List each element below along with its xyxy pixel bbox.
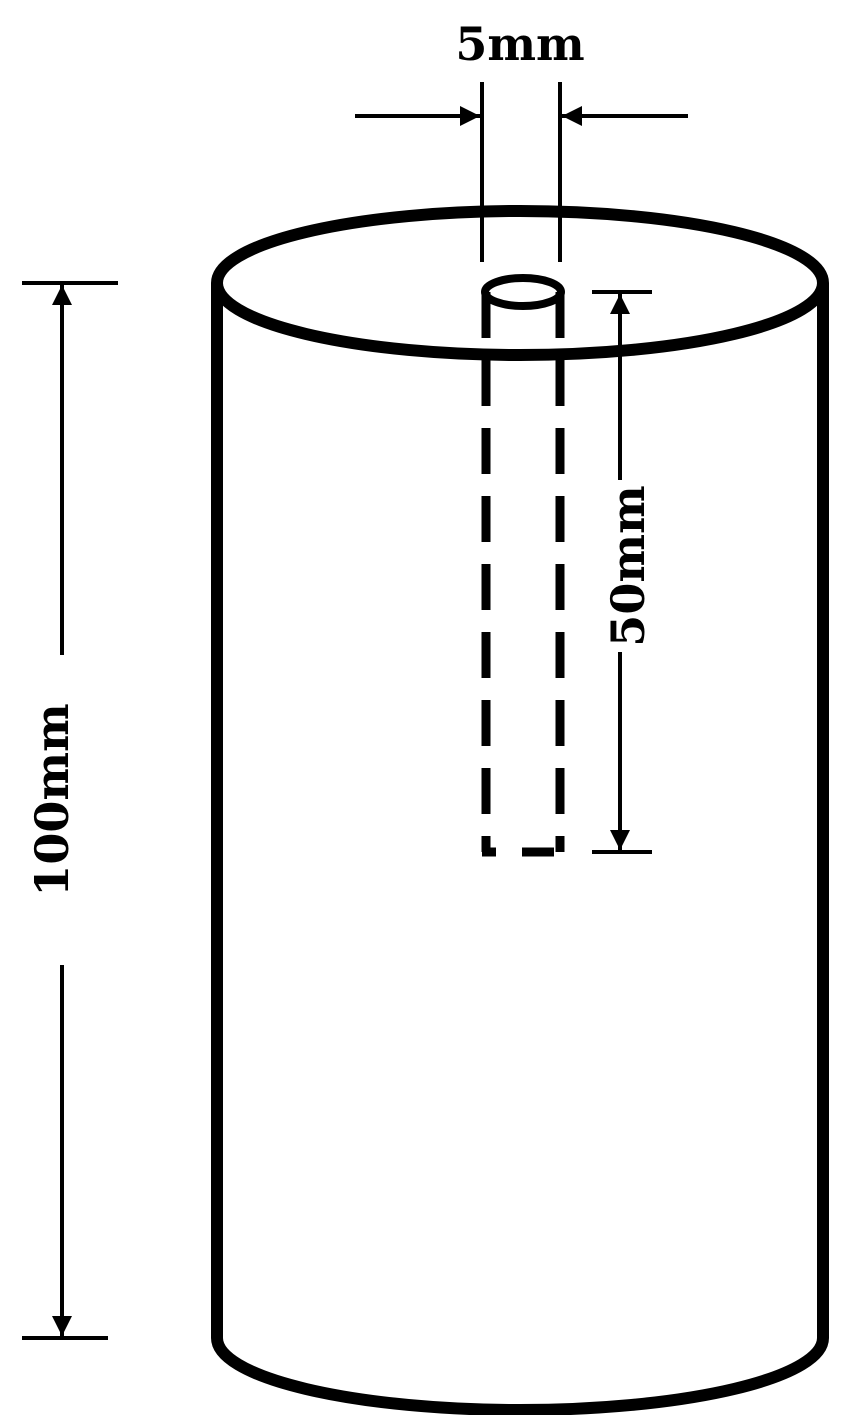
cylinder-height-dimension — [22, 281, 118, 1340]
cylinder-height-label: 100mm — [25, 703, 79, 896]
cylinder — [211, 205, 829, 1415]
hole-depth-dimension — [592, 290, 652, 854]
hole-opening — [481, 274, 565, 310]
cylinder-bottom-edge — [211, 1337, 829, 1415]
hole-depth-label: 50mm — [601, 485, 655, 646]
drilled-hole — [481, 274, 565, 857]
hole-diameter-label: 5mm — [455, 17, 584, 71]
hole-diameter-dimension — [355, 82, 688, 262]
cylinder-top-face — [211, 205, 829, 361]
